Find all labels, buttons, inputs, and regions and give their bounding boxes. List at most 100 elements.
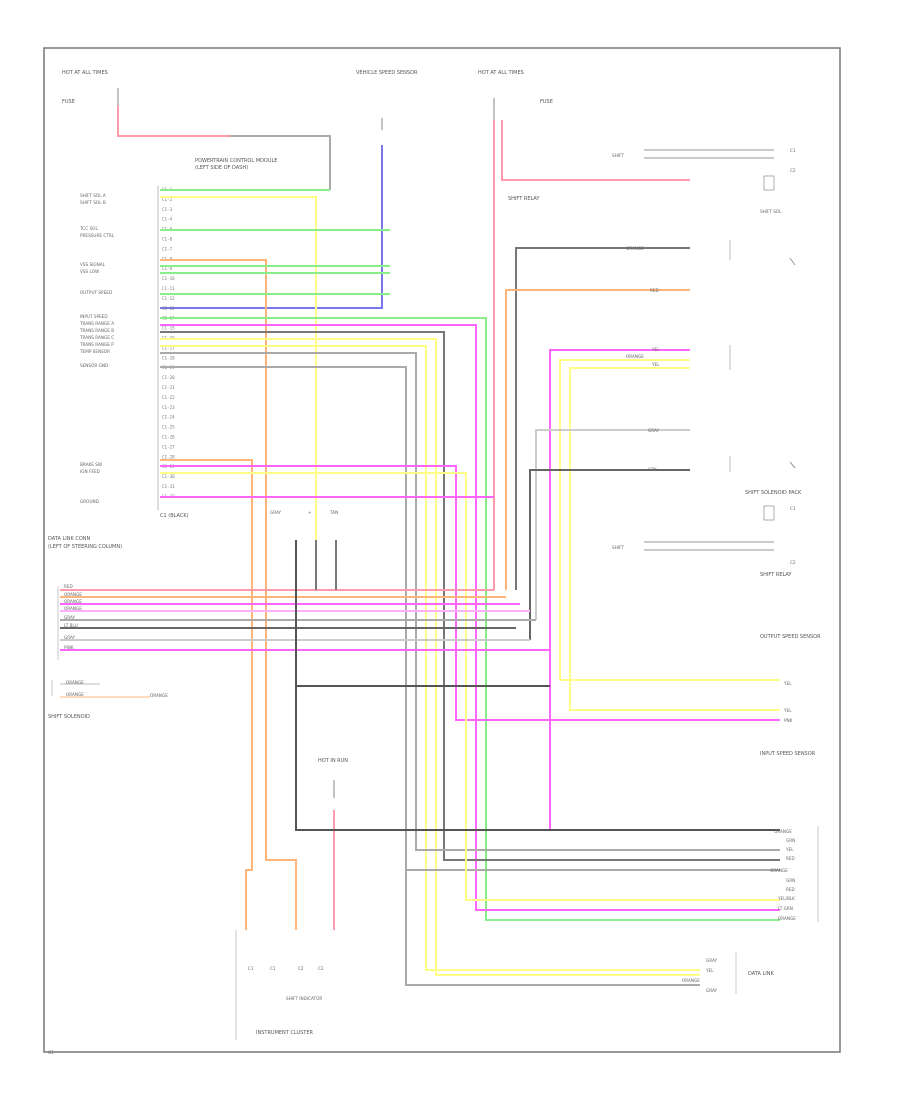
hot-at-all-times-right-label: HOT AT ALL TIMES	[478, 70, 524, 76]
svg-text:C2: C2	[318, 966, 324, 971]
module-sub: (LEFT SIDE OF DASH)	[195, 165, 248, 171]
module-pin-20: C1-20	[162, 375, 175, 380]
module-pin-13: C1-13	[162, 306, 175, 311]
module-pin-27: C1-27	[162, 444, 175, 449]
module-left-label-15: IGN FEED	[80, 469, 100, 474]
svg-text:YEL/BLK: YEL/BLK	[777, 896, 795, 901]
svg-text:LT BLU: LT BLU	[64, 623, 78, 628]
output-speed-label: OUTPUT SPEED SENSOR	[760, 634, 821, 640]
wire-pink-2	[160, 465, 780, 721]
wire-blue-speed	[160, 145, 383, 309]
module-pin-21: C1-21	[162, 385, 175, 390]
svg-text:LT GRN: LT GRN	[778, 906, 793, 911]
svg-text:RED: RED	[786, 887, 795, 892]
svg-text:YEL: YEL	[705, 968, 714, 973]
module-pin-22: C1-22	[162, 395, 175, 400]
solenoid-pack: ORANGE RED YEL ORANGE YEL GRAY GRY SHIFT…	[626, 240, 802, 496]
instrument-cluster-label: INSTRUMENT CLUSTER	[256, 1030, 314, 1036]
svg-text:RED: RED	[786, 856, 795, 861]
wire-red-right-b	[501, 120, 690, 181]
wire-orange-2	[160, 459, 253, 890]
module-pin-18: C1-18	[162, 355, 175, 360]
module-pin-8: C1-8	[162, 256, 173, 261]
module-left-label-16: GROUND	[80, 499, 99, 504]
trans-range-group: ORANGE GRN YEL RED ORANGE GRN RED YEL/BL…	[770, 826, 819, 922]
svg-text:C1: C1	[248, 966, 254, 971]
wire-gray-right-1	[515, 247, 690, 590]
relay-bottom-group: SHIFT C1 C2 SHIFT RELAY	[612, 505, 796, 578]
input-speed-label: INPUT SPEED SENSOR	[760, 751, 816, 757]
module-pin-17: C1-17	[162, 345, 175, 350]
module-pin-4: C1-4	[162, 217, 173, 222]
svg-text:ORANGE: ORANGE	[778, 916, 796, 921]
fuse-left-group: HOT AT ALL TIMES FUSE	[62, 70, 331, 190]
instrument-cluster: C1 C1 C2 C2 SHIFT INDICATOR INSTRUMENT C…	[235, 890, 335, 1040]
module-pin-6: C1-6	[162, 237, 173, 242]
module-left-label-0: SHIFT SOL A	[80, 193, 106, 198]
svg-text:GRAY: GRAY	[270, 510, 282, 515]
module-pin-11: C1-11	[162, 286, 175, 291]
svg-text:+: +	[308, 510, 312, 515]
data-link-label: DATA LINK	[748, 971, 774, 977]
wire-orange-right	[505, 289, 690, 590]
speed-sensor-group: VEHICLE SPEED SENSOR	[160, 70, 418, 309]
speed-sensor-label: VEHICLE SPEED SENSOR	[356, 70, 418, 76]
svg-text:C1: C1	[270, 966, 276, 971]
svg-text:ORANGE: ORANGE	[626, 354, 644, 359]
fuse-right-group: HOT AT ALL TIMES FUSE SHIFT RELAY	[478, 70, 690, 590]
svg-text:PINK: PINK	[64, 645, 74, 650]
hot-in-run-group: HOT IN RUN	[295, 686, 780, 890]
module-pin-3: C1-3	[162, 207, 173, 212]
module-pin-28: C1-28	[162, 454, 175, 459]
module-pin-10: C1-10	[162, 276, 175, 281]
module-left-label-5: VSS LOW	[80, 269, 99, 274]
module-pin-7: C1-7	[162, 246, 173, 251]
left-harness-sub: (LEFT OF STEERING COLUMN)	[48, 544, 122, 550]
svg-text:C2: C2	[790, 168, 796, 173]
svg-text:ORANGE: ORANGE	[682, 978, 700, 983]
svg-text:YEL: YEL	[783, 708, 792, 713]
relay-bottom-label: SHIFT RELAY	[760, 572, 792, 578]
svg-text:GRAY: GRAY	[648, 428, 660, 433]
wire-gray-3	[160, 366, 780, 871]
hot-in-run-label: HOT IN RUN	[318, 758, 348, 764]
svg-text:ORANGE: ORANGE	[66, 692, 84, 697]
svg-text:TAN: TAN	[329, 510, 338, 515]
module-left-label-6: OUTPUT SPEED	[80, 290, 112, 295]
hot-at-all-times-left-label: HOT AT ALL TIMES	[62, 70, 108, 76]
svg-text:GRAY: GRAY	[706, 988, 718, 993]
left-harness: DATA LINK CONN (LEFT OF STEERING COLUMN)…	[48, 536, 551, 700]
wire-pink-1	[160, 324, 780, 911]
module-title: POWERTRAIN CONTROL MODULE	[195, 158, 277, 164]
wire-pink-right	[549, 349, 690, 700]
module-pin-25: C1-25	[162, 425, 175, 430]
wire-gray-2	[160, 352, 780, 851]
svg-text:GRAY: GRAY	[64, 635, 76, 640]
wire-yellow-4	[160, 345, 700, 971]
module-pin-26: C1-26	[162, 435, 175, 440]
module-pin-31: C1-31	[162, 484, 175, 489]
harness-pink-c	[60, 649, 551, 700]
svg-text:RED: RED	[650, 288, 659, 293]
module-pin-9: C1-9	[162, 266, 173, 271]
svg-text:ORANGE: ORANGE	[770, 868, 788, 873]
fuse-left-label: FUSE	[62, 99, 75, 105]
wire-dark-top-left	[230, 135, 331, 190]
module-left-label-2: TCC SOL	[79, 226, 98, 231]
module-left-label-11: TRANS RANGE P	[79, 342, 114, 347]
svg-text:C1: C1	[790, 148, 796, 153]
svg-text:GRAY: GRAY	[64, 615, 76, 620]
right-wires	[505, 247, 690, 700]
svg-text:PNK: PNK	[784, 718, 793, 723]
module-pinlabel: C1 (BLACK)	[160, 513, 189, 519]
svg-text:YEL: YEL	[785, 847, 794, 852]
svg-text:ORANGE: ORANGE	[626, 246, 644, 251]
module-left-label-1: SHIFT SOL B	[80, 200, 106, 205]
svg-text:ORANGE: ORANGE	[150, 693, 168, 698]
module-left-label-10: TRANS RANGE C	[79, 335, 114, 340]
svg-text:ORANGE: ORANGE	[64, 592, 82, 597]
svg-text:GRN: GRN	[786, 878, 795, 883]
shift-solenoid-label: SHIFT SOLENOID	[48, 714, 90, 720]
wire-yellow-2	[160, 259, 297, 890]
